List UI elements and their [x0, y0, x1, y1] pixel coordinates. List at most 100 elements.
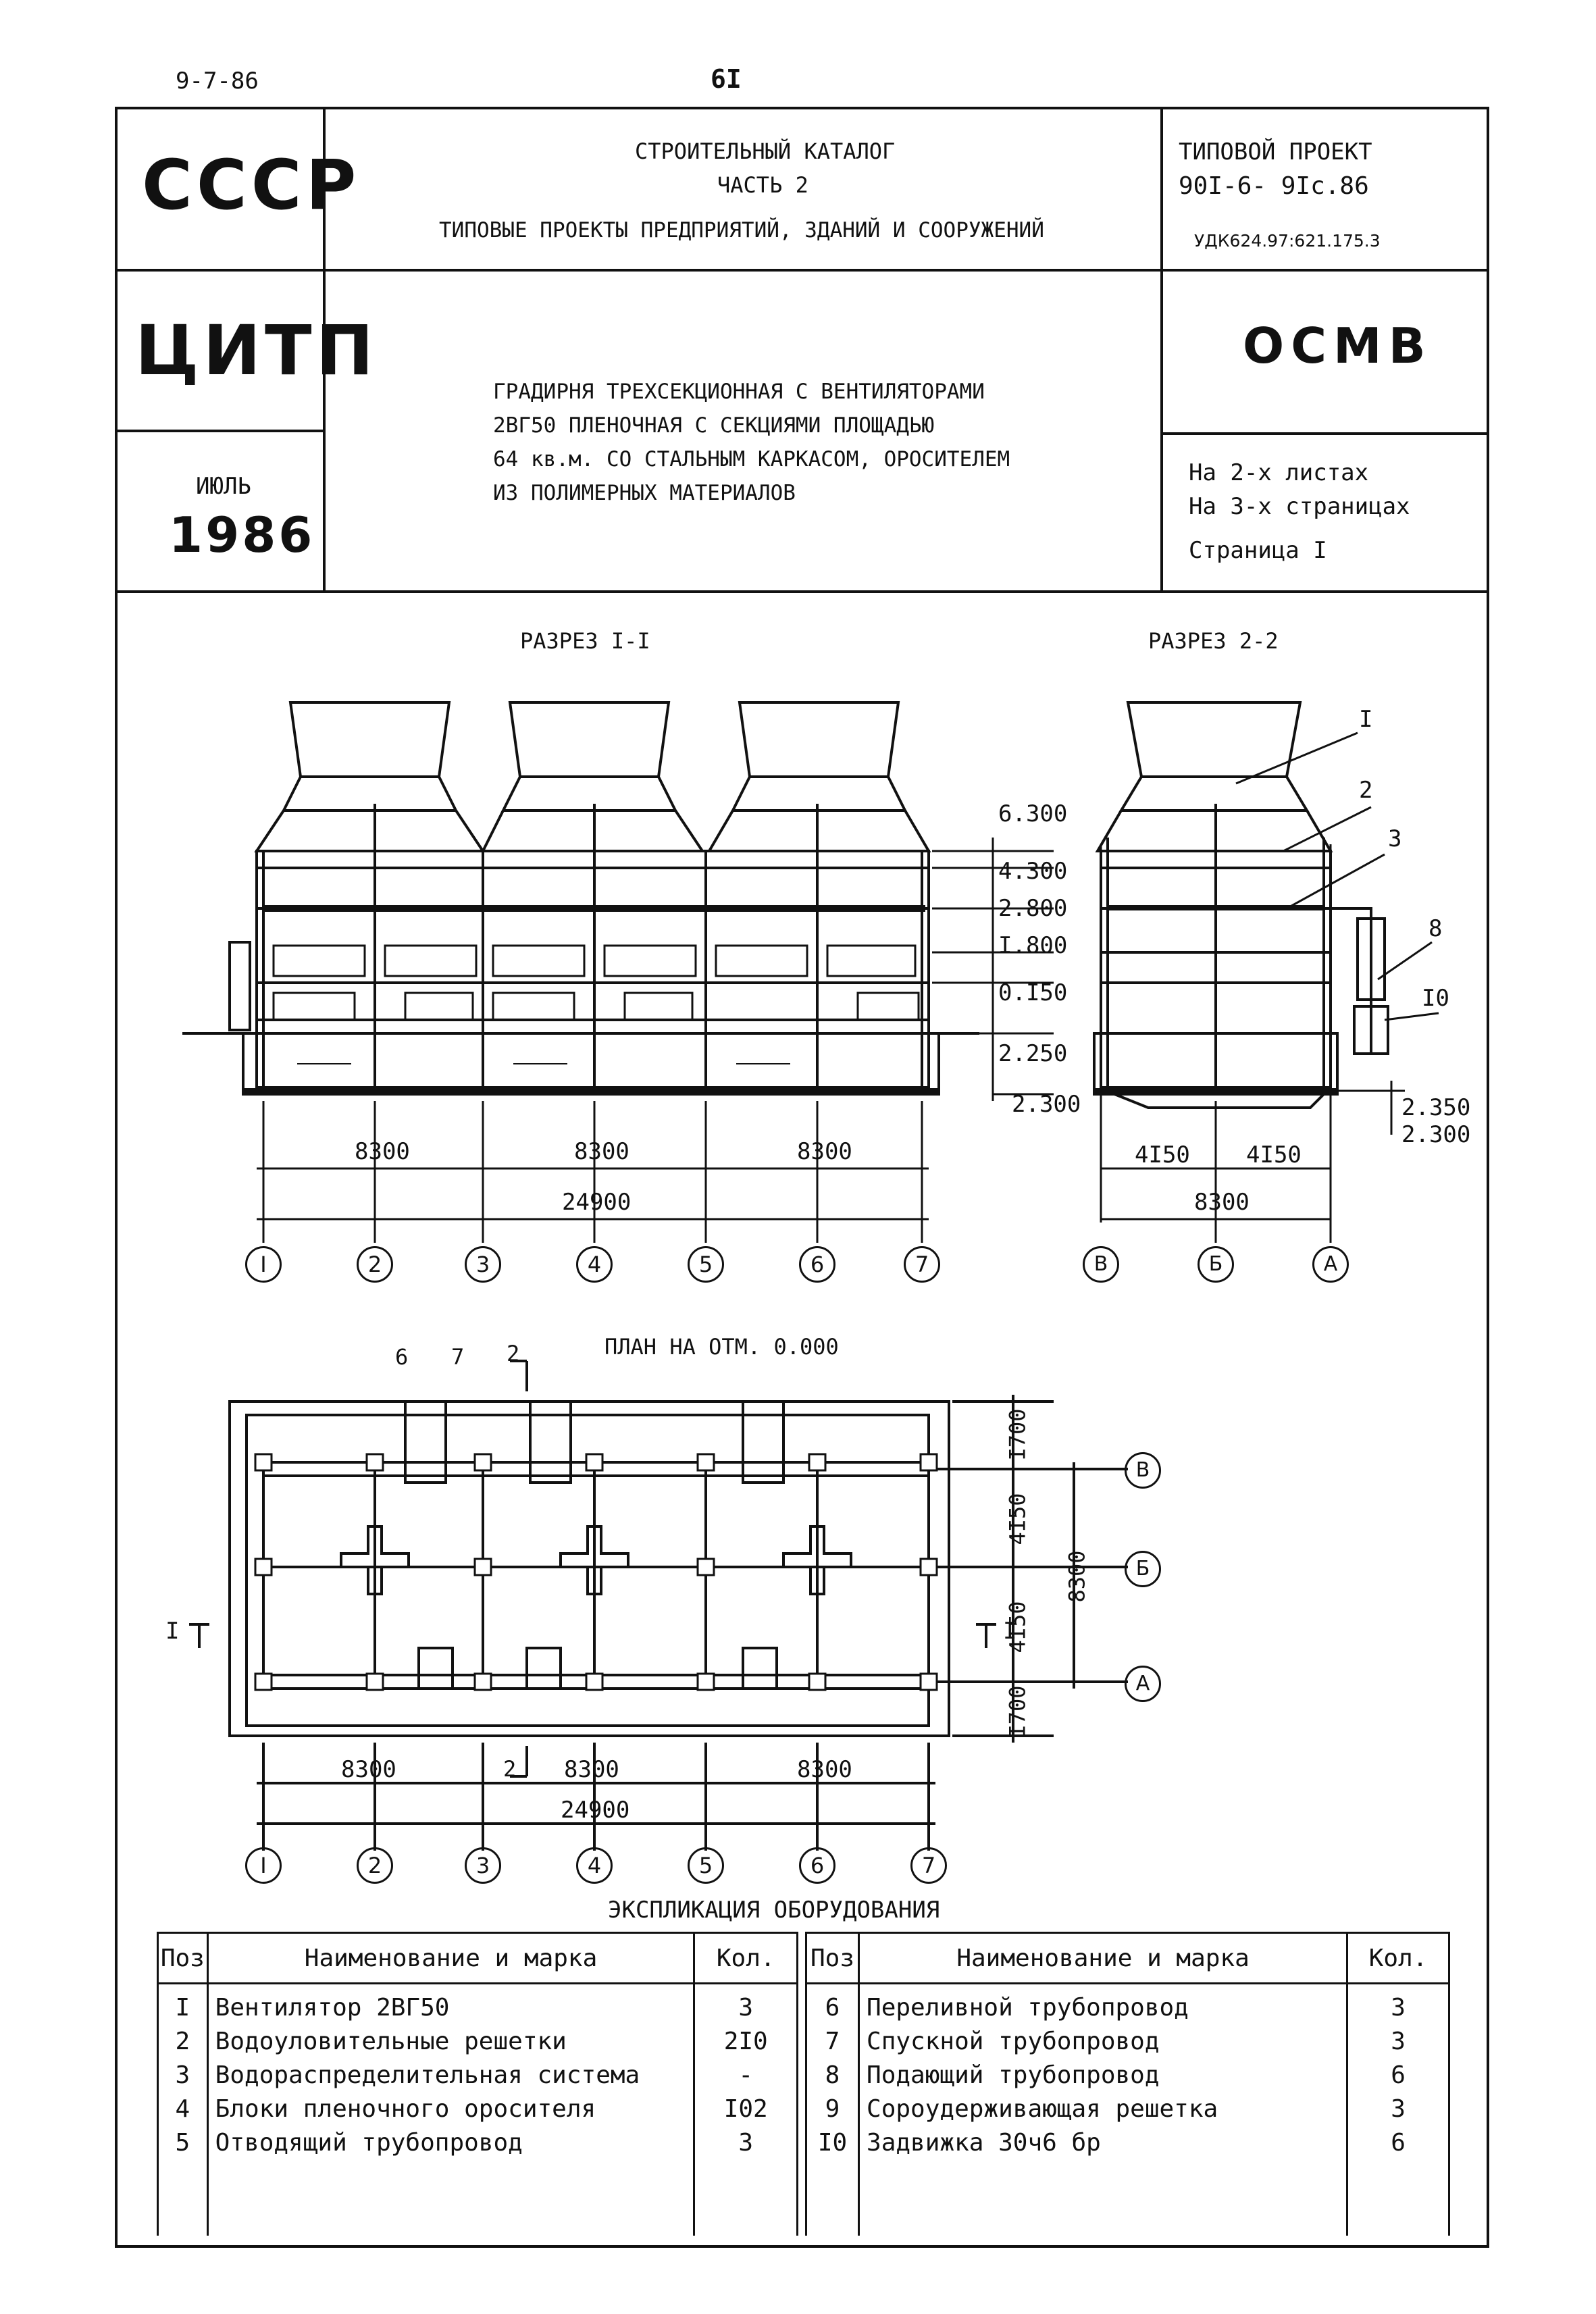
- dimension-total: 8300: [1194, 1189, 1250, 1216]
- cell: 6: [825, 1994, 840, 2022]
- axis-marker: 7: [910, 1847, 947, 1884]
- table-row: 6 7 8 9 I0 Переливной трубопровод Спускн…: [804, 1983, 1450, 2236]
- axis-marker: 6: [799, 1847, 835, 1884]
- section-2-drawing: [1093, 701, 1439, 1243]
- cell: Водораспределительная система: [215, 2061, 640, 2089]
- callout-label: 3: [1388, 825, 1402, 852]
- table-header-row: Поз Наименование и марка Кол.: [804, 1932, 1450, 1984]
- row-name: Вентилятор 2ВГ50 Водоуловительные решетк…: [206, 1983, 696, 2236]
- dimension-label: 4I50: [1135, 1141, 1190, 1168]
- axis-marker: I: [245, 1246, 282, 1283]
- dimension-label: 8300: [797, 1756, 852, 1783]
- cell: Блоки пленочного оросителя: [215, 2095, 596, 2123]
- stamp-month: ИЮЛЬ: [196, 473, 251, 500]
- plan-drawing: [189, 1360, 1128, 1851]
- axis-marker: 6: [799, 1246, 835, 1283]
- dimension-label: 8300: [564, 1756, 619, 1783]
- pages-count: На 3-х страницах: [1189, 493, 1410, 520]
- axis-marker: Б: [1125, 1551, 1161, 1587]
- cell: 3: [1391, 2028, 1406, 2055]
- cell: Подающий трубопровод: [867, 2061, 1160, 2089]
- title-line: ГРАДИРНЯ ТРЕХСЕКЦИОННАЯ С ВЕНТИЛЯТОРАМИ: [493, 380, 985, 404]
- stamp-org: ЦИТП: [135, 311, 378, 391]
- plan-section-mark: I: [1003, 1618, 1017, 1645]
- cell: Переливной трубопровод: [867, 1994, 1189, 2022]
- equipment-table-right: Поз Наименование и марка Кол. 6 7 8 9 I0…: [804, 1932, 1450, 2236]
- plan-callout: 2: [503, 1756, 517, 1782]
- elevation-label: 2.800: [998, 895, 1068, 922]
- cell: 3: [738, 2129, 754, 2157]
- header-qty: Кол.: [693, 1932, 798, 1984]
- stamp-country: СССР: [142, 145, 361, 226]
- plan-vertical-dim: I700: [1004, 1685, 1031, 1738]
- title-line: 64 кв.м. СО СТАЛЬНЫМ КАРКАСОМ, ОРОСИТЕЛЕ…: [493, 447, 1010, 471]
- title-line: ИЗ ПОЛИМЕРНЫХ МАТЕРИАЛОВ: [493, 481, 796, 505]
- cell: 6: [1391, 2129, 1406, 2157]
- plan-title: ПЛАН НА ОТМ. 0.000: [604, 1334, 839, 1360]
- section-1-title: РАЗРЕЗ I-I: [520, 628, 650, 654]
- axis-marker: 3: [465, 1246, 501, 1283]
- udk-code: УДК624.97:621.175.3: [1194, 231, 1381, 251]
- elevation-label: 2.300: [1401, 1121, 1471, 1148]
- row-qty: 3 2I0 - I02 3: [693, 1983, 798, 2236]
- elevation-label: 2.300: [1012, 1091, 1081, 1118]
- cell: I0: [817, 2129, 848, 2157]
- cell: Спускной трубопровод: [867, 2028, 1160, 2055]
- cell: 3: [1391, 1994, 1406, 2022]
- callout-label: I0: [1422, 985, 1449, 1012]
- equipment-table-left: Поз Наименование и марка Кол. I 2 3 4 5 …: [157, 1932, 798, 2236]
- catalog-line-3: ТИПОВЫЕ ПРОЕКТЫ ПРЕДПРИЯТИЙ, ЗДАНИЙ И СО…: [439, 218, 1044, 242]
- plan-callout: 2: [507, 1341, 520, 1366]
- sheet-frame: [115, 107, 1489, 2248]
- axis-marker: 7: [904, 1246, 940, 1283]
- cell: Отводящий трубопровод: [215, 2129, 523, 2157]
- callout-label: 2: [1359, 777, 1373, 804]
- row-pos: 6 7 8 9 I0: [804, 1983, 860, 2236]
- cell: 9: [825, 2095, 840, 2123]
- axis-marker: А: [1125, 1666, 1161, 1702]
- elevation-label: 2.350: [1401, 1094, 1471, 1121]
- section-2-title: РАЗРЕЗ 2-2: [1148, 628, 1279, 654]
- axis-marker: А: [1312, 1246, 1349, 1283]
- plan-vertical-dim: I700: [1004, 1408, 1031, 1461]
- axis-marker: 5: [688, 1246, 724, 1283]
- document-date: 9-7-86: [176, 68, 259, 95]
- axis-marker: 4: [576, 1246, 613, 1283]
- header-pos: Поз: [804, 1932, 860, 1984]
- cell: Водоуловительные решетки: [215, 2028, 567, 2055]
- header-qty: Кол.: [1346, 1932, 1450, 1984]
- cell: 3: [1391, 2095, 1406, 2123]
- dimension-label: 8300: [341, 1756, 396, 1783]
- elevation-label: 0.I50: [998, 979, 1068, 1006]
- table-header-row: Поз Наименование и марка Кол.: [157, 1932, 798, 1984]
- sheets-count: На 2-х листах: [1189, 459, 1369, 486]
- cell: I02: [723, 2095, 768, 2123]
- plan-section-mark: I: [165, 1618, 180, 1645]
- cell: 3: [175, 2061, 190, 2089]
- plan-vertical-dim: 4I50: [1004, 1601, 1031, 1653]
- axis-marker: В: [1125, 1452, 1161, 1489]
- elevation-label: 6.300: [998, 800, 1068, 827]
- header-name: Наименование и марка: [206, 1932, 696, 1984]
- stamp-year: 1986: [169, 507, 315, 563]
- cell: 2: [175, 2028, 190, 2055]
- cell: 6: [1391, 2061, 1406, 2089]
- row-name: Переливной трубопровод Спускной трубопро…: [858, 1983, 1349, 2236]
- header-pos: Поз: [157, 1932, 209, 1984]
- table-row: I 2 3 4 5 Вентилятор 2ВГ50 Водоуловитель…: [157, 1983, 798, 2236]
- header-name: Наименование и марка: [858, 1932, 1349, 1984]
- callout-label: I: [1359, 706, 1373, 733]
- catalog-line-1: СТРОИТЕЛЬНЫЙ КАТАЛОГ: [635, 138, 896, 164]
- plan-vertical-total: 8300: [1064, 1550, 1090, 1603]
- row-pos: I 2 3 4 5: [157, 1983, 209, 2236]
- dimension-total: 24900: [562, 1189, 632, 1216]
- plan-callout: 7: [451, 1344, 465, 1370]
- plan-vertical-dim: 4I50: [1004, 1493, 1031, 1545]
- cell: Задвижка 30ч6 бр: [867, 2129, 1101, 2157]
- page-number: 6I: [711, 64, 742, 94]
- axis-marker: I: [245, 1847, 282, 1884]
- dimension-label: 4I50: [1246, 1141, 1302, 1168]
- cell: -: [738, 2061, 754, 2089]
- axis-marker: В: [1083, 1246, 1119, 1283]
- header-grid: [0, 0, 1596, 608]
